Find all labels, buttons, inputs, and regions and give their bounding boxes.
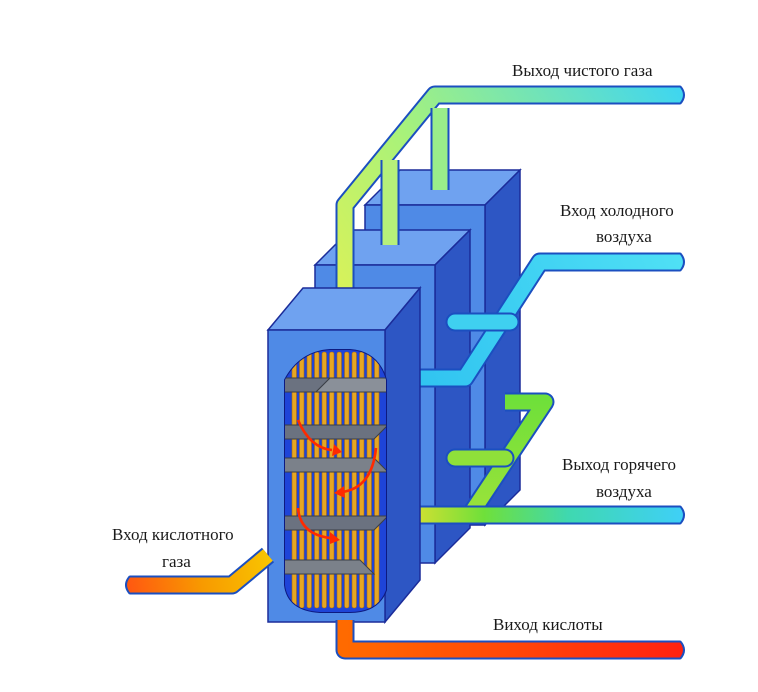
- label-hot-air-outlet-line1: Выход горячего: [562, 455, 676, 474]
- acid-outlet-pipe: [335, 620, 685, 660]
- label-acid-gas-inlet-line1: Вход кислотного: [112, 525, 234, 544]
- tube: [321, 351, 327, 609]
- acid-gas-inlet-pipe: [125, 547, 275, 595]
- flow-arrows: [296, 419, 378, 544]
- label-hot-air-outlet-line2: воздуха: [596, 482, 652, 501]
- hot-air-outlet-pipe: [400, 392, 685, 525]
- tube: [329, 351, 335, 609]
- tube: [351, 351, 357, 609]
- clean-gas-outlet-pipe: [335, 85, 685, 305]
- label-clean-gas-outlet: Выход чистого газа: [512, 61, 653, 80]
- cold-air-inlet-pipe: [405, 252, 685, 388]
- label-cold-air-inlet-line2: воздуха: [596, 227, 652, 246]
- tube: [344, 351, 350, 609]
- label-cold-air-inlet-line1: Вход холодного: [560, 201, 674, 220]
- tube-bundle-cutaway: [284, 349, 387, 613]
- label-acid-gas-inlet-line2: газа: [162, 552, 191, 571]
- label-acid-outlet: Виход кислоты: [493, 615, 603, 634]
- heat-exchange-tubes: [291, 351, 380, 609]
- tube: [336, 351, 342, 609]
